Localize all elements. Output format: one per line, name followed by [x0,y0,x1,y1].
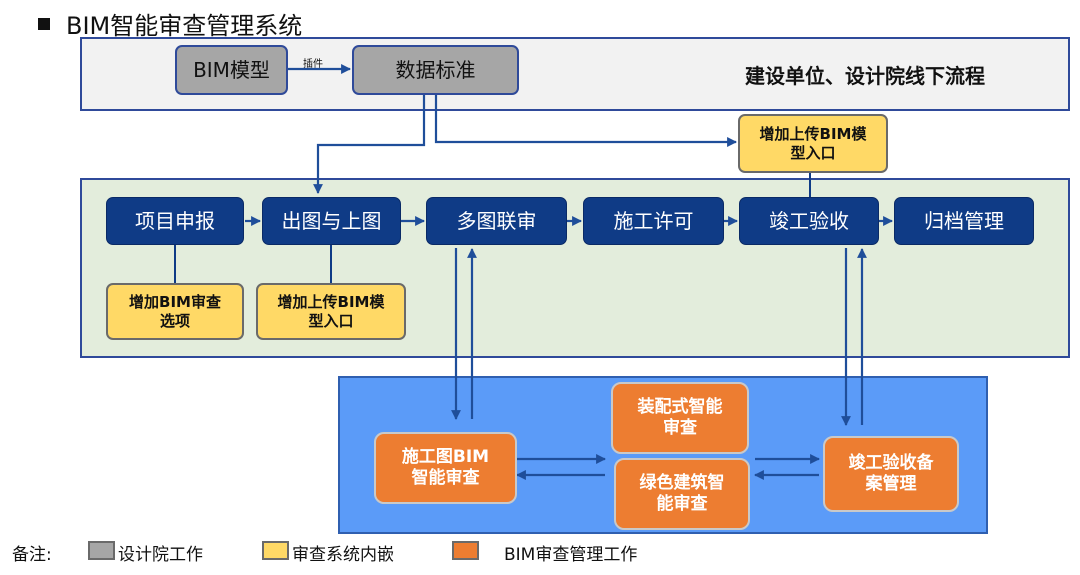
page-title-text: BIM智能审查管理系统 [66,12,303,40]
completion-filing-management: 竣工验收备 案管理 [823,436,959,512]
arrow-standard-to-upload [434,93,737,147]
prefab-intelligent-review: 装配式智能 审查 [611,382,749,454]
upload-bim-entry-top: 增加上传BIM模 型入口 [738,114,888,173]
legend-label-embedded: 审查系统内嵌 [292,545,394,565]
step-construction-permit: 施工许可 [583,197,724,245]
bullet-square-icon [38,18,50,30]
legend-swatch-yellow [262,541,289,560]
data-standard-box: 数据标准 [352,45,519,95]
bim-model-box: BIM模型 [175,45,288,95]
legend-swatch-gray [88,541,115,560]
arrow-standard-to-drawing [313,93,426,194]
upload-bim-entry-mid: 增加上传BIM模 型入口 [256,283,406,340]
step-drawing-upload: 出图与上图 [262,197,401,245]
green-building-intelligent-review: 绿色建筑智 能审查 [614,458,750,530]
legend-label-design-institute: 设计院工作 [118,545,203,565]
step-project-declare: 项目申报 [106,197,244,245]
construction-drawing-bim-review: 施工图BIM 智能审查 [374,432,517,504]
legend-swatch-orange [452,541,479,560]
legend-label-bim-management: BIM审查管理工作 [504,545,638,565]
add-bim-review-option: 增加BIM审查 选项 [106,283,244,340]
step-multi-drawing-review: 多图联审 [426,197,567,245]
step-archive-management: 归档管理 [894,197,1034,245]
legend-prefix: 备注: [12,545,52,565]
plugin-label: 插件 [303,59,323,70]
offline-process-label: 建设单位、设计院线下流程 [745,64,985,88]
step-completion-acceptance: 竣工验收 [739,197,879,245]
page-title: BIM智能审查管理系统 [38,6,302,41]
